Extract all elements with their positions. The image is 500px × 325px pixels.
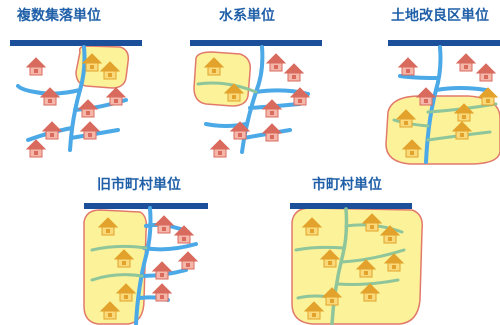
- house-icon: [283, 63, 305, 74]
- house-window: [328, 261, 332, 265]
- house-window: [310, 229, 314, 233]
- panel-title-1: 複数集落単位: [17, 8, 101, 24]
- house-window: [388, 237, 392, 241]
- house-window: [410, 151, 414, 155]
- house-icon: [397, 57, 419, 68]
- panel4-river-branch: [142, 242, 198, 252]
- panel2-area: [193, 51, 252, 107]
- house-icon: [265, 53, 287, 64]
- panel-title-3: 土地改良区単位: [391, 8, 489, 24]
- house-icon: [475, 63, 497, 74]
- house-window: [106, 229, 110, 233]
- house-window: [90, 65, 94, 69]
- house-window: [404, 121, 408, 125]
- house-window: [330, 299, 334, 303]
- panel-title-2: 水系単位: [219, 8, 275, 24]
- house-window: [484, 75, 488, 79]
- house-window: [160, 273, 164, 277]
- house-window: [108, 73, 112, 77]
- house-window: [114, 99, 118, 103]
- panel2-canal: [196, 81, 258, 94]
- house-icon: [41, 121, 63, 132]
- house-icon: [177, 251, 199, 262]
- house-window: [218, 151, 222, 155]
- panel-title-5: 市町村単位: [312, 177, 382, 193]
- house-window: [108, 313, 112, 317]
- house-window: [464, 65, 468, 69]
- house-window: [270, 111, 274, 115]
- house-window: [370, 225, 374, 229]
- panel-title-4: 旧市町村単位: [97, 177, 181, 193]
- house-window: [124, 295, 128, 299]
- house-window: [160, 295, 164, 299]
- house-window: [424, 99, 428, 103]
- house-icon: [25, 57, 47, 68]
- house-window: [292, 75, 296, 79]
- house-window: [50, 133, 54, 137]
- house-window: [406, 69, 410, 73]
- house-window: [486, 99, 490, 103]
- house-window: [182, 237, 186, 241]
- house-icon: [79, 121, 101, 132]
- house-window: [34, 151, 38, 155]
- house-icon: [415, 87, 437, 98]
- house-window: [122, 261, 126, 265]
- house-window: [274, 65, 278, 69]
- house-window: [238, 133, 242, 137]
- house-icon: [151, 261, 173, 272]
- house-window: [48, 99, 52, 103]
- panel3-river-branch: [398, 74, 438, 80]
- house-window: [212, 69, 216, 73]
- panel5-canal: [340, 248, 406, 264]
- house-window: [86, 111, 90, 115]
- house-window: [162, 227, 166, 231]
- house-icon: [105, 87, 127, 98]
- house-window: [364, 271, 368, 275]
- house-icon: [209, 139, 231, 150]
- panel1-river-branch: [16, 84, 82, 96]
- house-window: [232, 95, 236, 99]
- panel5-canal: [336, 278, 400, 286]
- panel4-canal: [90, 244, 148, 252]
- house-window: [462, 115, 466, 119]
- house-window: [312, 313, 316, 317]
- house-icon: [455, 53, 477, 64]
- house-icon: [261, 123, 283, 134]
- house-window: [368, 295, 372, 299]
- house-icon: [151, 283, 173, 294]
- panel3-river-branch: [434, 86, 488, 92]
- house-window: [298, 99, 302, 103]
- house-window: [270, 135, 274, 139]
- house-window: [392, 265, 396, 269]
- house-window: [460, 133, 464, 137]
- house-window: [34, 69, 38, 73]
- panel4-canal: [90, 273, 144, 282]
- house-icon: [153, 215, 175, 226]
- panel5-canal: [294, 245, 346, 252]
- house-window: [186, 263, 190, 267]
- house-window: [88, 133, 92, 137]
- house-icon: [77, 99, 99, 110]
